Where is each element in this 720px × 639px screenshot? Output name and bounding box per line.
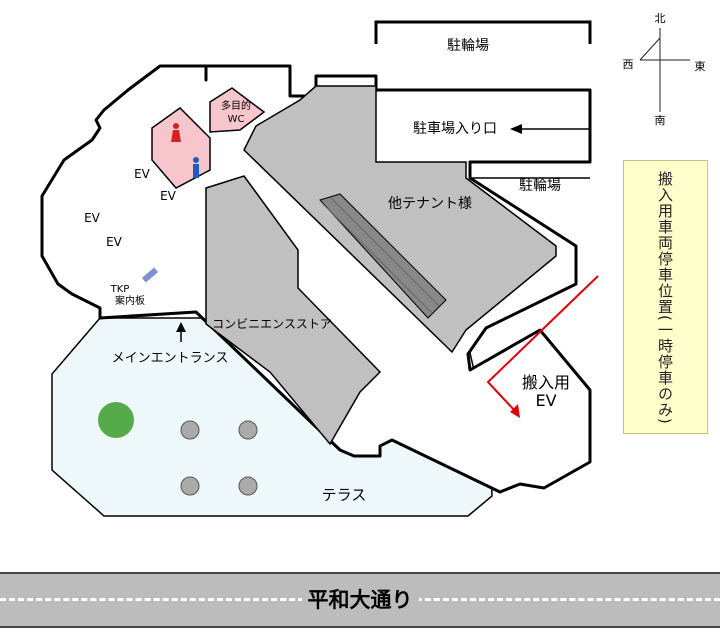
tkp-board-label-2: 案内板: [115, 294, 145, 307]
ev-2-label: EV: [160, 189, 177, 203]
compass-west: 西: [623, 58, 634, 71]
compass-east: 東: [695, 60, 706, 73]
street-name-text: 平和大通り: [301, 588, 419, 612]
loading-ev-label-1: 搬入用: [522, 373, 570, 392]
compass: 北 南 西 東: [623, 12, 706, 127]
compass-south: 南: [655, 114, 666, 127]
terrace-label: テラス: [322, 486, 367, 504]
terrace-tables: [180, 420, 258, 496]
convenience-store-area: [205, 175, 382, 446]
loading-vehicle-route: [486, 275, 599, 418]
ev-3-label: EV: [84, 211, 101, 225]
ev-4-label: EV: [106, 235, 123, 249]
other-tenant-area: [243, 85, 557, 354]
bicycle-parking-right-label: 駐輪場: [519, 177, 561, 194]
male-restroom-icon: [193, 157, 199, 178]
tree-icon: [98, 402, 134, 438]
female-restroom-icon: [171, 123, 181, 142]
street: 平和大通り: [0, 572, 720, 628]
loading-vehicle-stop-note: 搬入用車両停車位置(一時停車のみ): [623, 160, 708, 434]
escalator: [319, 193, 447, 319]
ev-1-label: EV: [134, 167, 151, 181]
tkp-board-label-1: TKP: [110, 284, 130, 295]
street-name: 平和大通り: [0, 574, 720, 626]
loading-vehicle-stop-note-text: 搬入用車両停車位置(一時停車のみ): [656, 171, 674, 425]
multipurpose-wc-label-2: WC: [228, 114, 245, 125]
bicycle-parking-top-label: 駐輪場: [447, 37, 489, 54]
loading-ev-label-2: EV: [535, 391, 556, 410]
bicycle-parking-top: [374, 20, 592, 44]
multipurpose-wc-area: [209, 87, 266, 133]
multipurpose-wc-label-1: 多目的: [221, 99, 251, 112]
compass-north: 北: [655, 12, 666, 25]
tkp-board-icon: [141, 267, 159, 283]
main-entrance-arrow: [176, 322, 186, 342]
other-tenant-label: 他テナント様: [388, 196, 472, 212]
convenience-store-label: コンビニエンスストア: [212, 317, 332, 331]
main-entrance-label: メインエントランス: [112, 351, 229, 366]
parking-entrance-arrow: [510, 124, 590, 134]
parking-entrance-label: 駐車場入り口: [413, 120, 497, 137]
